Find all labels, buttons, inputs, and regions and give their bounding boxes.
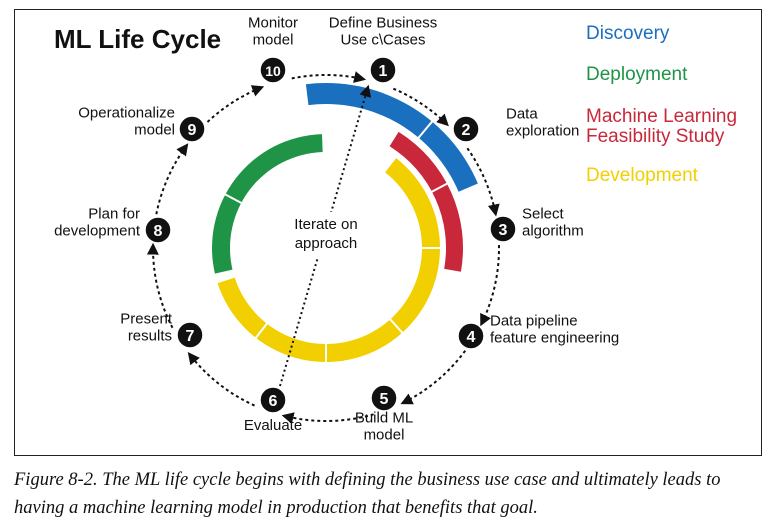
cycle-arrow <box>281 412 374 424</box>
cycle-arrow <box>480 245 500 327</box>
discovery-arc-divider <box>417 120 434 140</box>
cycle-arrows <box>146 71 500 424</box>
legend-item-development: Development <box>586 165 698 186</box>
step-number: 6 <box>269 393 278 410</box>
discovery-arc <box>305 82 478 192</box>
step-number: 10 <box>265 63 281 79</box>
step-badge <box>452 115 480 143</box>
step-badge <box>457 322 485 350</box>
step-number: 3 <box>499 222 508 239</box>
diagram-title: ML Life Cycle <box>54 24 221 54</box>
cycle-arrow <box>466 147 500 217</box>
step-number: 2 <box>462 122 471 139</box>
cycle-arrow <box>187 352 256 407</box>
deployment-arc-divider <box>223 193 243 205</box>
legend-item-discovery: Discovery <box>586 23 670 44</box>
step-badge <box>489 215 517 243</box>
step-number: 4 <box>467 329 476 346</box>
step-number: 9 <box>188 122 197 139</box>
cycle-arrow <box>146 242 174 329</box>
development-arc-divider <box>254 322 269 340</box>
step-badge <box>370 384 398 412</box>
feasibility-arc-band <box>389 131 463 272</box>
cycle-arrow <box>392 87 449 127</box>
step-badge <box>369 56 397 84</box>
discovery-arc-band <box>305 82 478 192</box>
cycle-arrow <box>155 143 189 215</box>
step-number: 8 <box>154 223 163 240</box>
development-arc-band <box>217 158 440 363</box>
phase-arcs <box>212 82 478 363</box>
cycle-arrow <box>291 71 367 83</box>
step-badge <box>176 321 204 349</box>
step-number: 7 <box>186 328 195 345</box>
step-number: 5 <box>380 391 389 408</box>
center-label-bg <box>286 212 368 258</box>
cycle-arrow <box>400 350 467 405</box>
deployment-arc-band <box>212 134 323 274</box>
step-number: 1 <box>379 63 388 80</box>
legend-item-deployment: Deployment <box>586 64 688 85</box>
cycle-arrow <box>206 85 265 123</box>
feasibility-arc-divider <box>430 182 449 194</box>
feasibility-arc <box>389 131 463 272</box>
figure-caption: Figure 8-2. The ML life cycle begins wit… <box>14 470 721 518</box>
step-badge <box>144 216 172 244</box>
deployment-arc <box>212 134 323 274</box>
figure-frame <box>14 9 762 456</box>
development-arc-divider <box>388 317 404 335</box>
step-badge <box>259 386 287 414</box>
development-arc <box>217 158 441 363</box>
step-label: Evaluate <box>244 417 302 434</box>
step-badge <box>178 115 206 143</box>
step-badge <box>259 56 287 84</box>
